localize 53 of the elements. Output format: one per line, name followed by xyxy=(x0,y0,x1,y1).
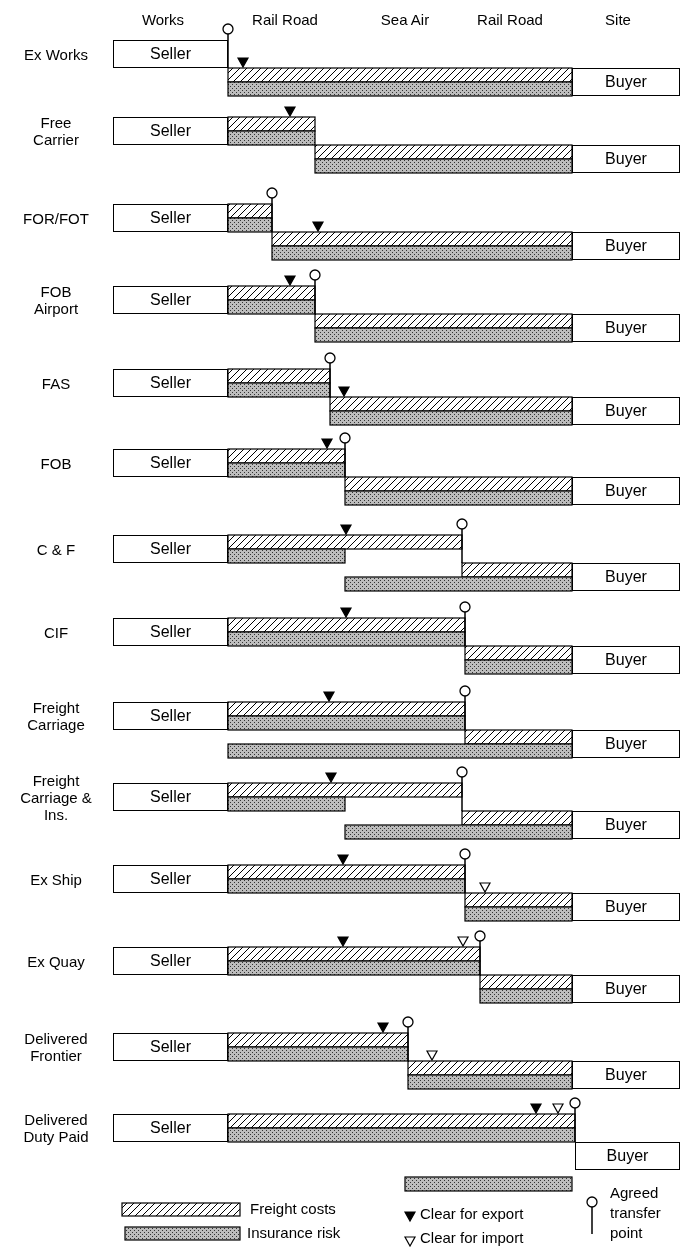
buyer-box: Buyer xyxy=(572,730,680,758)
legend-text: Insurance risk xyxy=(247,1224,341,1241)
seller-box: Seller xyxy=(113,783,228,811)
buyer-box: Buyer xyxy=(572,68,680,96)
buyer-box: Buyer xyxy=(572,811,680,839)
term-label: FOB Airport xyxy=(32,283,80,317)
buyer-box: Buyer xyxy=(572,563,680,591)
term-label: FOR/FOT xyxy=(23,209,89,227)
seller-box: Seller xyxy=(113,702,228,730)
seller-box: Seller xyxy=(113,535,228,563)
seller-box: Seller xyxy=(113,1114,228,1142)
legend-text: Clear for import xyxy=(420,1229,524,1246)
term-label: Ex Quay xyxy=(27,952,85,970)
term-label: FAS xyxy=(41,374,71,392)
term-label: FOB xyxy=(40,454,72,472)
legend-text: Clear for export xyxy=(420,1205,524,1222)
seller-box: Seller xyxy=(113,449,228,477)
column-header: Rail Road xyxy=(476,10,544,30)
column-header: Works xyxy=(140,10,186,30)
column-header: Site xyxy=(604,10,632,30)
column-header: Rail Road xyxy=(251,10,319,30)
buyer-box: Buyer xyxy=(572,145,680,173)
buyer-box: Buyer xyxy=(572,975,680,1003)
buyer-box: Buyer xyxy=(572,314,680,342)
seller-box: Seller xyxy=(113,204,228,232)
buyer-box: Buyer xyxy=(575,1142,680,1170)
term-label: Free Carrier xyxy=(32,114,80,148)
term-label: Delivered Frontier xyxy=(23,1030,89,1064)
seller-box: Seller xyxy=(113,865,228,893)
seller-box: Seller xyxy=(113,286,228,314)
legend-text: Agreed transfer point xyxy=(610,1183,662,1243)
seller-box: Seller xyxy=(113,369,228,397)
term-label: Delivered Duty Paid xyxy=(22,1111,90,1145)
buyer-box: Buyer xyxy=(572,646,680,674)
term-label: CIF xyxy=(43,623,69,641)
term-label: Ex Ship xyxy=(30,870,82,888)
column-header: Sea Air xyxy=(379,10,431,30)
legend-text: Freight costs xyxy=(250,1200,336,1217)
term-label: C & F xyxy=(36,540,76,558)
seller-box: Seller xyxy=(113,1033,228,1061)
seller-box: Seller xyxy=(113,40,228,68)
term-label: Freight Carriage & Ins. xyxy=(19,771,93,823)
buyer-box: Buyer xyxy=(572,232,680,260)
seller-box: Seller xyxy=(113,947,228,975)
buyer-box: Buyer xyxy=(572,1061,680,1089)
buyer-box: Buyer xyxy=(572,477,680,505)
buyer-box: Buyer xyxy=(572,893,680,921)
term-label: Freight Carriage xyxy=(26,699,86,733)
buyer-box: Buyer xyxy=(572,397,680,425)
seller-box: Seller xyxy=(113,117,228,145)
seller-box: Seller xyxy=(113,618,228,646)
term-label: Ex Works xyxy=(24,45,88,63)
stippled-bar xyxy=(404,1176,573,1192)
